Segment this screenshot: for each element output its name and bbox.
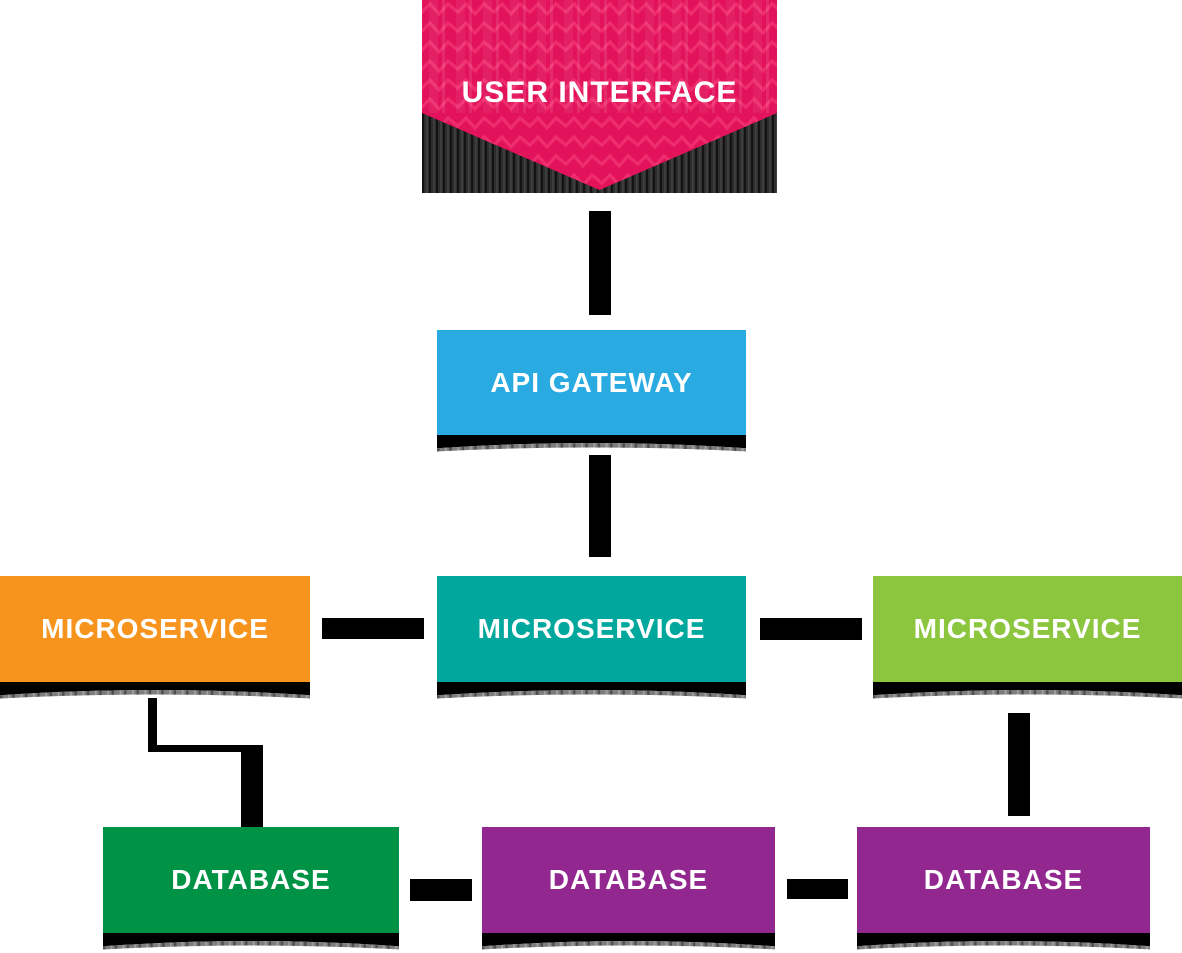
user-interface-banner-shape	[422, 0, 777, 193]
microservice-right-shadow	[873, 682, 1182, 699]
node-microservice-left: MICROSERVICE	[0, 576, 310, 699]
node-label-database-left: DATABASE	[171, 864, 331, 895]
database-right-shadow	[857, 933, 1150, 950]
node-label-user-interface: USER INTERFACE	[461, 76, 738, 109]
connector-microservice-center-to-right	[760, 618, 862, 640]
node-label-microservice-center: MICROSERVICE	[477, 613, 706, 644]
database-left-box: DATABASE	[103, 827, 399, 933]
database-left-shadow	[103, 933, 399, 950]
database-center-shadow	[482, 933, 775, 950]
microservice-center-box: MICROSERVICE	[437, 576, 746, 682]
node-api-gateway: API GATEWAY	[437, 330, 746, 452]
microservice-center-shadow	[437, 682, 746, 699]
connector-microservice-left-to-center	[322, 618, 424, 639]
database-center-box: DATABASE	[482, 827, 775, 933]
microservice-left-shadow	[0, 682, 310, 699]
connector-microservice-left-to-database-left	[241, 745, 263, 827]
node-microservice-center: MICROSERVICE	[437, 576, 746, 699]
api-gateway-shadow	[437, 435, 746, 452]
api-gateway-box: API GATEWAY	[437, 330, 746, 435]
node-database-right: DATABASE	[857, 827, 1150, 950]
node-database-center: DATABASE	[482, 827, 775, 950]
connector-microservice-right-to-database-right	[1008, 713, 1030, 816]
node-database-left: DATABASE	[103, 827, 399, 950]
node-label-api-gateway: API GATEWAY	[490, 366, 693, 398]
node-label-database-right: DATABASE	[923, 864, 1084, 895]
microservice-left-box: MICROSERVICE	[0, 576, 310, 682]
node-label-database-center: DATABASE	[548, 864, 709, 895]
node-label-microservice-right: MICROSERVICE	[913, 613, 1142, 644]
connector-microservice-left-elbow-horizontal	[148, 745, 263, 752]
database-right-box: DATABASE	[857, 827, 1150, 933]
node-microservice-right: MICROSERVICE	[873, 576, 1182, 699]
connector-microservice-left-elbow-vertical	[148, 698, 157, 752]
node-label-microservice-left: MICROSERVICE	[41, 613, 269, 644]
connector-ui-to-api-gateway	[589, 211, 611, 315]
microservice-right-box: MICROSERVICE	[873, 576, 1182, 682]
connector-database-center-to-right	[787, 879, 848, 899]
connector-database-left-to-center	[410, 879, 472, 901]
connector-api-gateway-to-microservice-center	[589, 455, 611, 557]
node-user-interface: USER INTERFACE	[422, 0, 777, 195]
